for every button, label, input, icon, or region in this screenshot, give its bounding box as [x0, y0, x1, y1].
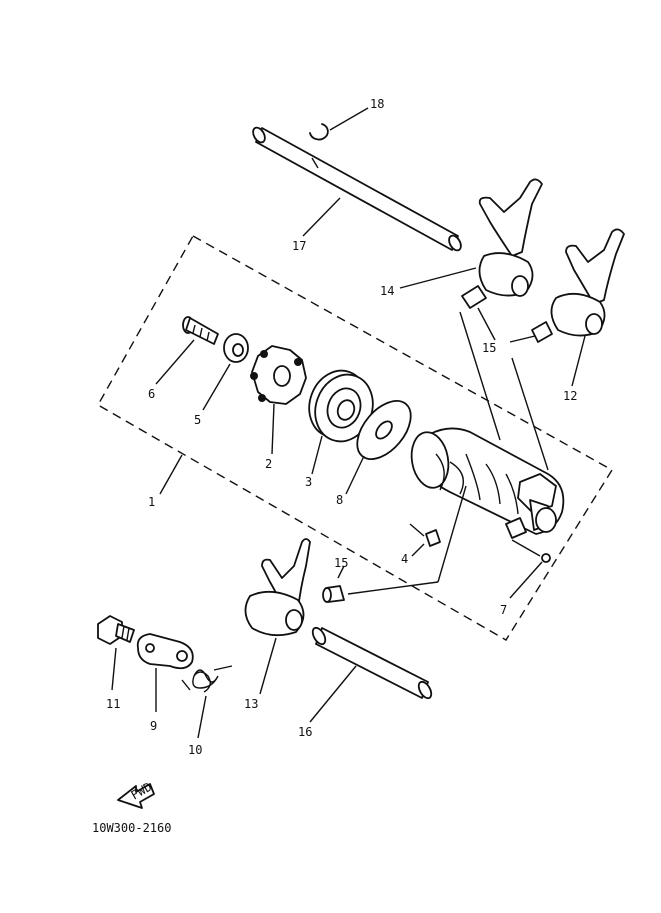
part-dowel — [409, 523, 441, 557]
label-part-1: 1 — [148, 495, 155, 509]
label-part-9: 9 — [150, 719, 157, 733]
label-part-7: 7 — [500, 603, 507, 617]
part-circlip — [309, 107, 369, 141]
part-washer-large — [345, 400, 412, 495]
fwd-arrow-icon: FWD — [117, 780, 155, 809]
label-part-6: 6 — [148, 387, 155, 401]
part-guide-pin-lower — [322, 485, 467, 603]
part-shift-fork-12 — [550, 228, 625, 387]
part-shift-fork-shaft-lower — [309, 626, 433, 723]
part-washer-small — [202, 333, 249, 411]
label-part-13: 13 — [244, 697, 258, 711]
label-part-3: 3 — [305, 475, 312, 489]
label-part-5: 5 — [194, 413, 201, 427]
label-part-16: 16 — [298, 725, 312, 739]
label-part-17: 17 — [292, 239, 306, 253]
part-screw — [155, 316, 219, 385]
diagram-code: 10W300-2160 — [92, 821, 171, 835]
label-part-12: 12 — [563, 389, 577, 403]
label-part-10: 10 — [188, 743, 202, 757]
label-part-8: 8 — [336, 493, 343, 507]
label-part-2: 2 — [265, 457, 272, 471]
part-spring — [181, 665, 233, 739]
part-segment — [250, 345, 307, 455]
part-shift-fork-14 — [399, 178, 543, 297]
part-bearing — [308, 369, 374, 475]
label-part-15-upper: 15 — [482, 341, 496, 355]
label-part-4: 4 — [401, 552, 408, 566]
label-part-18: 18 — [370, 97, 384, 111]
part-bolt — [97, 615, 135, 691]
label-part-11: 11 — [106, 697, 120, 711]
leader-part-1 — [159, 454, 183, 495]
part-shift-fork-13 — [244, 538, 311, 695]
label-part-15-lower: 15 — [334, 556, 348, 570]
part-pin — [509, 539, 551, 599]
part-stopper-lever — [136, 633, 194, 712]
part-shift-drum — [410, 427, 565, 539]
label-part-14: 14 — [380, 284, 394, 298]
part-guide-pins-upper — [459, 285, 553, 471]
assembly-boundary — [97, 235, 613, 641]
part-shift-fork-shaft-upper — [252, 126, 462, 252]
